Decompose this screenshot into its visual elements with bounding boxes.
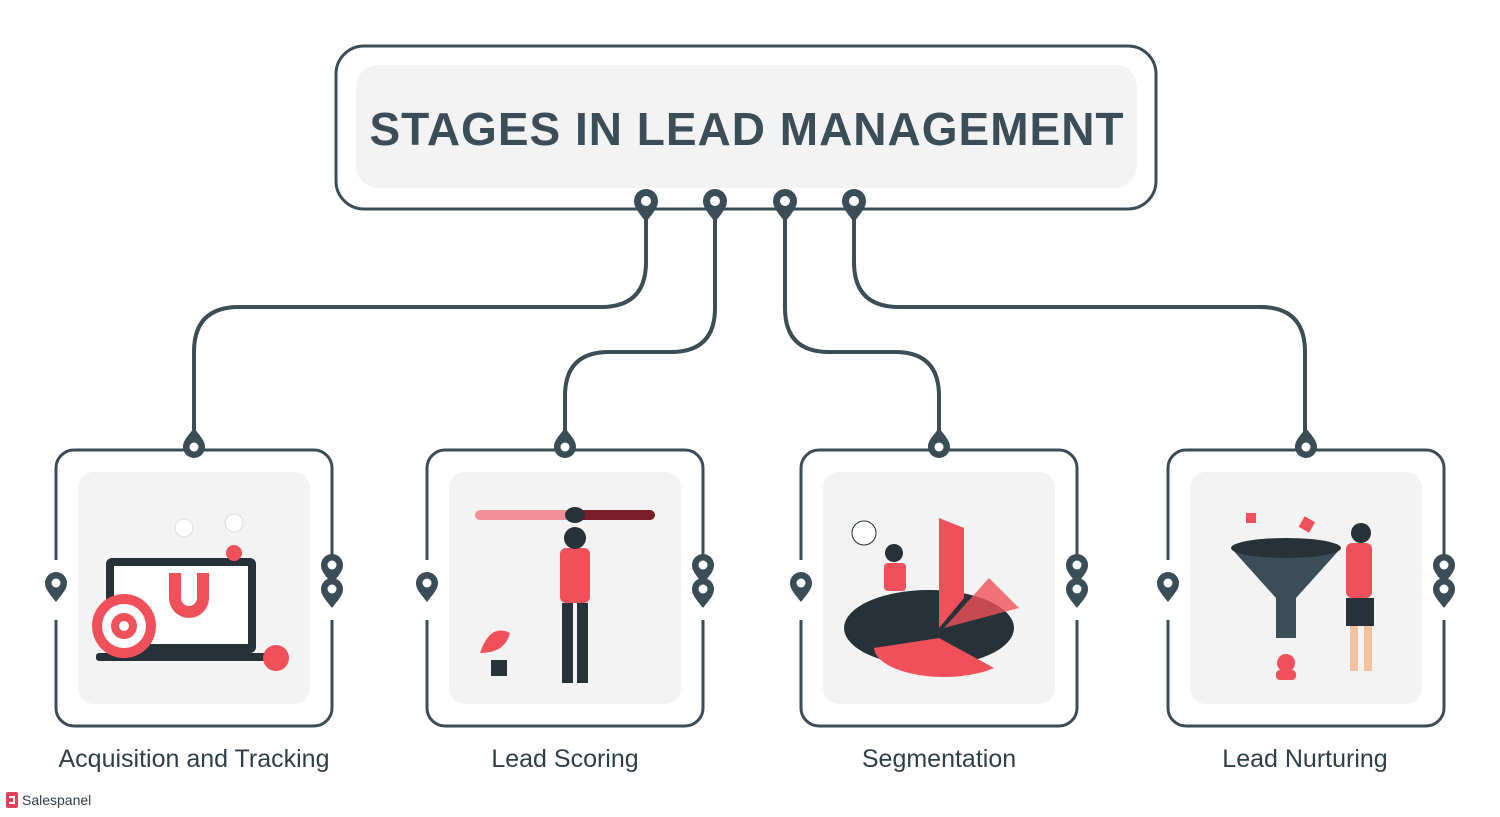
stage-box: [790, 428, 1088, 728]
stage-box: [416, 428, 714, 728]
brand-name: Salespanel: [22, 792, 92, 808]
pin-icon: [773, 189, 797, 222]
title-pins: [634, 189, 866, 222]
stage-label-segmentation: Segmentation: [861, 745, 1017, 773]
stage-box: [1157, 428, 1455, 728]
connector-3: [783, 212, 941, 440]
connector-4: [852, 212, 1307, 440]
scoring-slider-illustration: [475, 507, 655, 683]
stage-box: [45, 428, 343, 728]
pin-icon: [634, 189, 658, 222]
magnet-laptop-illustration: [92, 513, 289, 671]
pin-icon: [842, 189, 866, 222]
stage-boxes: [45, 428, 1455, 728]
pie-chart-illustration: [844, 518, 1019, 678]
title-box-fill: [356, 65, 1137, 188]
stage-label-acquisition: Acquisition and Tracking: [58, 745, 330, 773]
connector-1: [192, 212, 648, 440]
connector-2: [563, 212, 717, 440]
connectors: [192, 212, 1307, 440]
diagram-title: STAGES IN LEAD MANAGEMENT: [369, 103, 1124, 155]
stage-label-lead-nurturing: Lead Nurturing: [1222, 745, 1388, 773]
salespanel-logo-icon: [6, 792, 18, 808]
brand: Salespanel: [6, 792, 91, 808]
pin-icon: [703, 189, 727, 222]
stage-label-lead-scoring: Lead Scoring: [491, 745, 639, 773]
funnel-illustration: [1231, 513, 1374, 680]
